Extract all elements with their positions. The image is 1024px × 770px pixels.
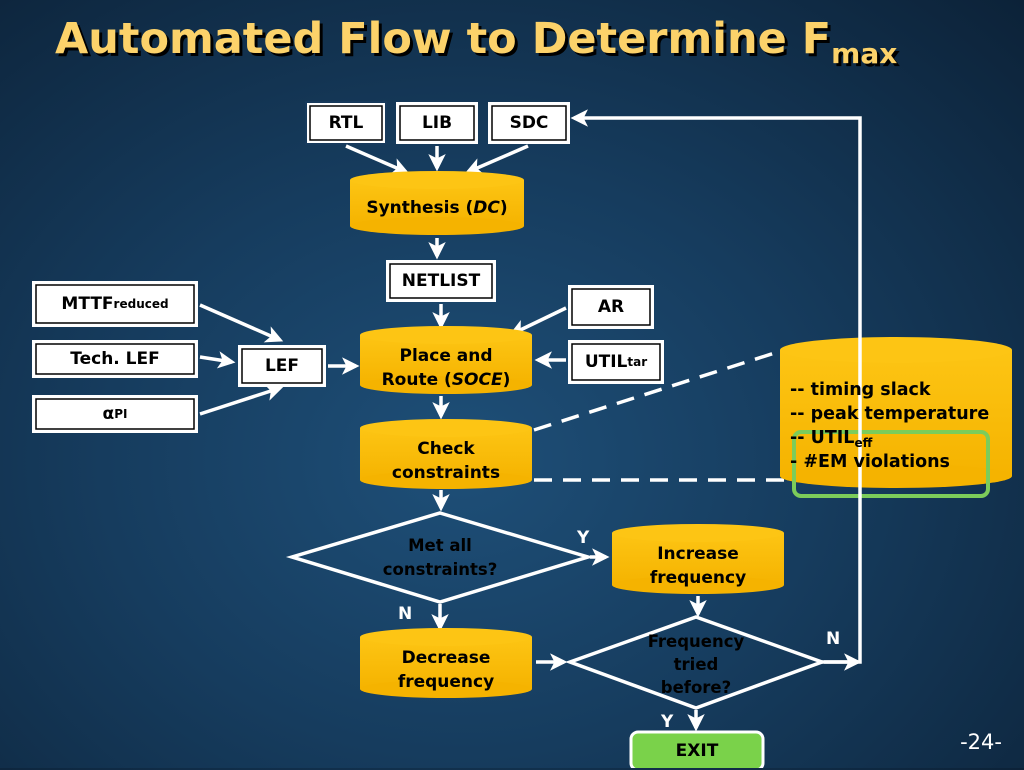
- metric-timing-slack: -- timing slack: [790, 380, 931, 400]
- increase-frequency-cylinder: [612, 524, 784, 594]
- increase-frequency-label: Increase frequency: [649, 544, 747, 588]
- lef-box: [238, 345, 326, 387]
- lib-box: [396, 102, 478, 144]
- check-constraints-label: Check constraints: [391, 439, 501, 483]
- yes-label-met: Y: [577, 528, 590, 548]
- decrease-frequency-label: Decrease frequency: [397, 648, 495, 692]
- sdc-box: [488, 102, 570, 144]
- netlist-label: NETLIST: [401, 271, 481, 291]
- ar-label: AR: [597, 297, 625, 317]
- lef-label: LEF: [264, 356, 300, 376]
- check-constraints-cylinder: [360, 419, 532, 489]
- mttf-box: [32, 281, 198, 327]
- ar-box: [568, 285, 654, 329]
- slide-title: Automated Flow to Determine Fmax: [55, 14, 898, 70]
- rtl-box: [305, 101, 387, 145]
- sdc-label: SDC: [509, 113, 549, 133]
- place-route-label: Place and Route (SOCE): [381, 346, 511, 390]
- metrics-list: -- timing slack -- peak temperature -- U…: [790, 378, 989, 474]
- metric-util-eff: -- UTILeff: [790, 428, 873, 450]
- no-label-met: N: [398, 604, 413, 624]
- synthesis-cylinder: [350, 171, 524, 235]
- decrease-frequency-cylinder: [360, 628, 532, 698]
- lib-label: LIB: [421, 113, 453, 133]
- synthesis-label: Synthesis (DC): [366, 198, 508, 218]
- alpha-box: [32, 395, 198, 433]
- metric-peak-temperature: -- peak temperature: [790, 404, 990, 424]
- page-number: -24-: [960, 730, 1002, 754]
- em-highlight: [792, 430, 990, 498]
- metric-em-violations: - #EM violations: [790, 452, 950, 472]
- exit-label: EXIT: [675, 741, 719, 761]
- met-constraints-diamond: [285, 511, 595, 604]
- frequency-tried-label: Frequency tried before?: [647, 631, 745, 697]
- no-label-tried: N: [826, 629, 841, 649]
- frequency-tried-diamond: [564, 615, 828, 710]
- place-route-cylinder: [360, 326, 532, 394]
- exit-box: [629, 730, 765, 768]
- met-constraints-label: Met all constraints?: [382, 536, 498, 579]
- yes-label-tried: Y: [661, 712, 674, 732]
- metrics-cylinder: [780, 337, 1012, 488]
- tech-lef-box: [32, 340, 198, 378]
- tech-lef-label: Tech. LEF: [70, 349, 160, 369]
- util-tar-box: [568, 340, 664, 384]
- netlist-box: [386, 260, 496, 302]
- rtl-label: RTL: [328, 113, 364, 133]
